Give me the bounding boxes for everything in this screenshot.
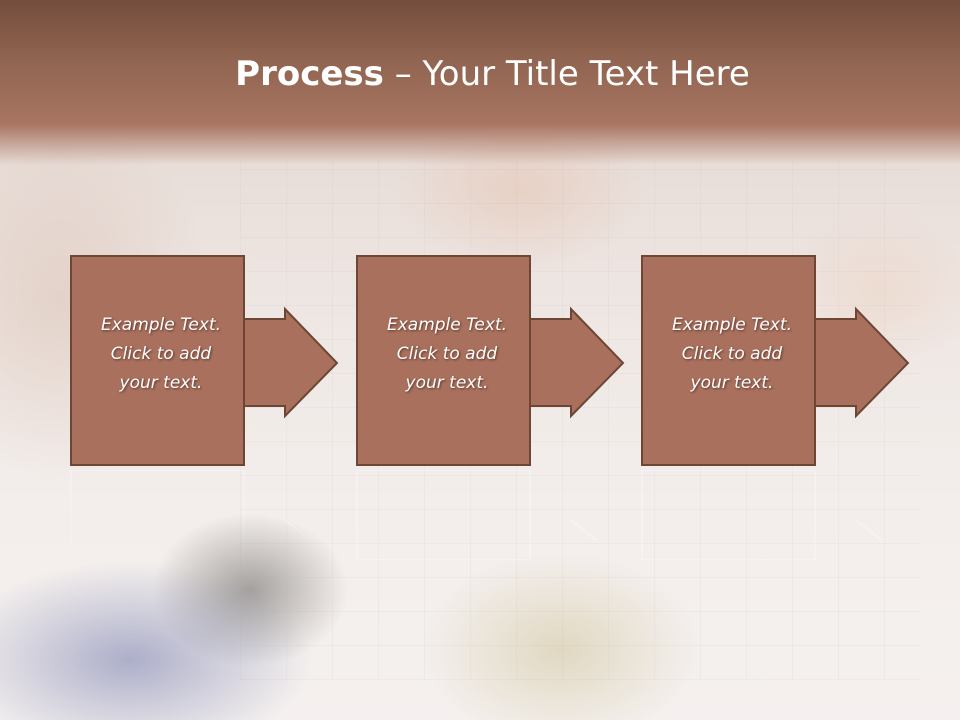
right-arrow-icon (814, 306, 910, 419)
process-step-1[interactable]: Example Text. Click to add your text. (70, 255, 340, 470)
step-2-reflection (356, 470, 597, 560)
step-2-line-3: your text. (405, 373, 489, 393)
step-1-reflection (70, 470, 311, 560)
slide-title[interactable]: Process – Your Title Text Here (0, 54, 960, 94)
step-3-shape (641, 255, 910, 466)
process-step-2[interactable]: Example Text. Click to add your text. (356, 255, 626, 470)
step-1-box (70, 255, 245, 466)
right-arrow-icon (243, 306, 339, 419)
step-3-line-3: your text. (690, 373, 774, 393)
step-2-line-2: Click to add (396, 344, 498, 364)
title-bar (0, 0, 960, 165)
step-1-line-1: Example Text. (100, 315, 222, 335)
step-3-line-2: Click to add (681, 344, 783, 364)
step-3-box (641, 255, 816, 466)
title-rest: Your Title Text Here (422, 54, 750, 94)
process-step-3[interactable]: Example Text. Click to add your text. (641, 255, 911, 470)
step-1-line-2: Click to add (110, 344, 212, 364)
step-2-line-1: Example Text. (386, 315, 508, 335)
step-2-text[interactable]: Example Text. Click to add your text. (360, 311, 534, 398)
step-1-shape (70, 255, 339, 466)
right-arrow-icon (529, 306, 625, 419)
step-3-line-1: Example Text. (671, 315, 793, 335)
step-3-text[interactable]: Example Text. Click to add your text. (645, 311, 819, 398)
step-2-shape (356, 255, 625, 466)
step-1-text[interactable]: Example Text. Click to add your text. (74, 311, 248, 398)
step-3-reflection (641, 470, 882, 560)
step-1-line-3: your text. (119, 373, 203, 393)
title-separator: – (383, 54, 423, 94)
title-bold: Process (235, 54, 384, 94)
step-2-box (356, 255, 531, 466)
